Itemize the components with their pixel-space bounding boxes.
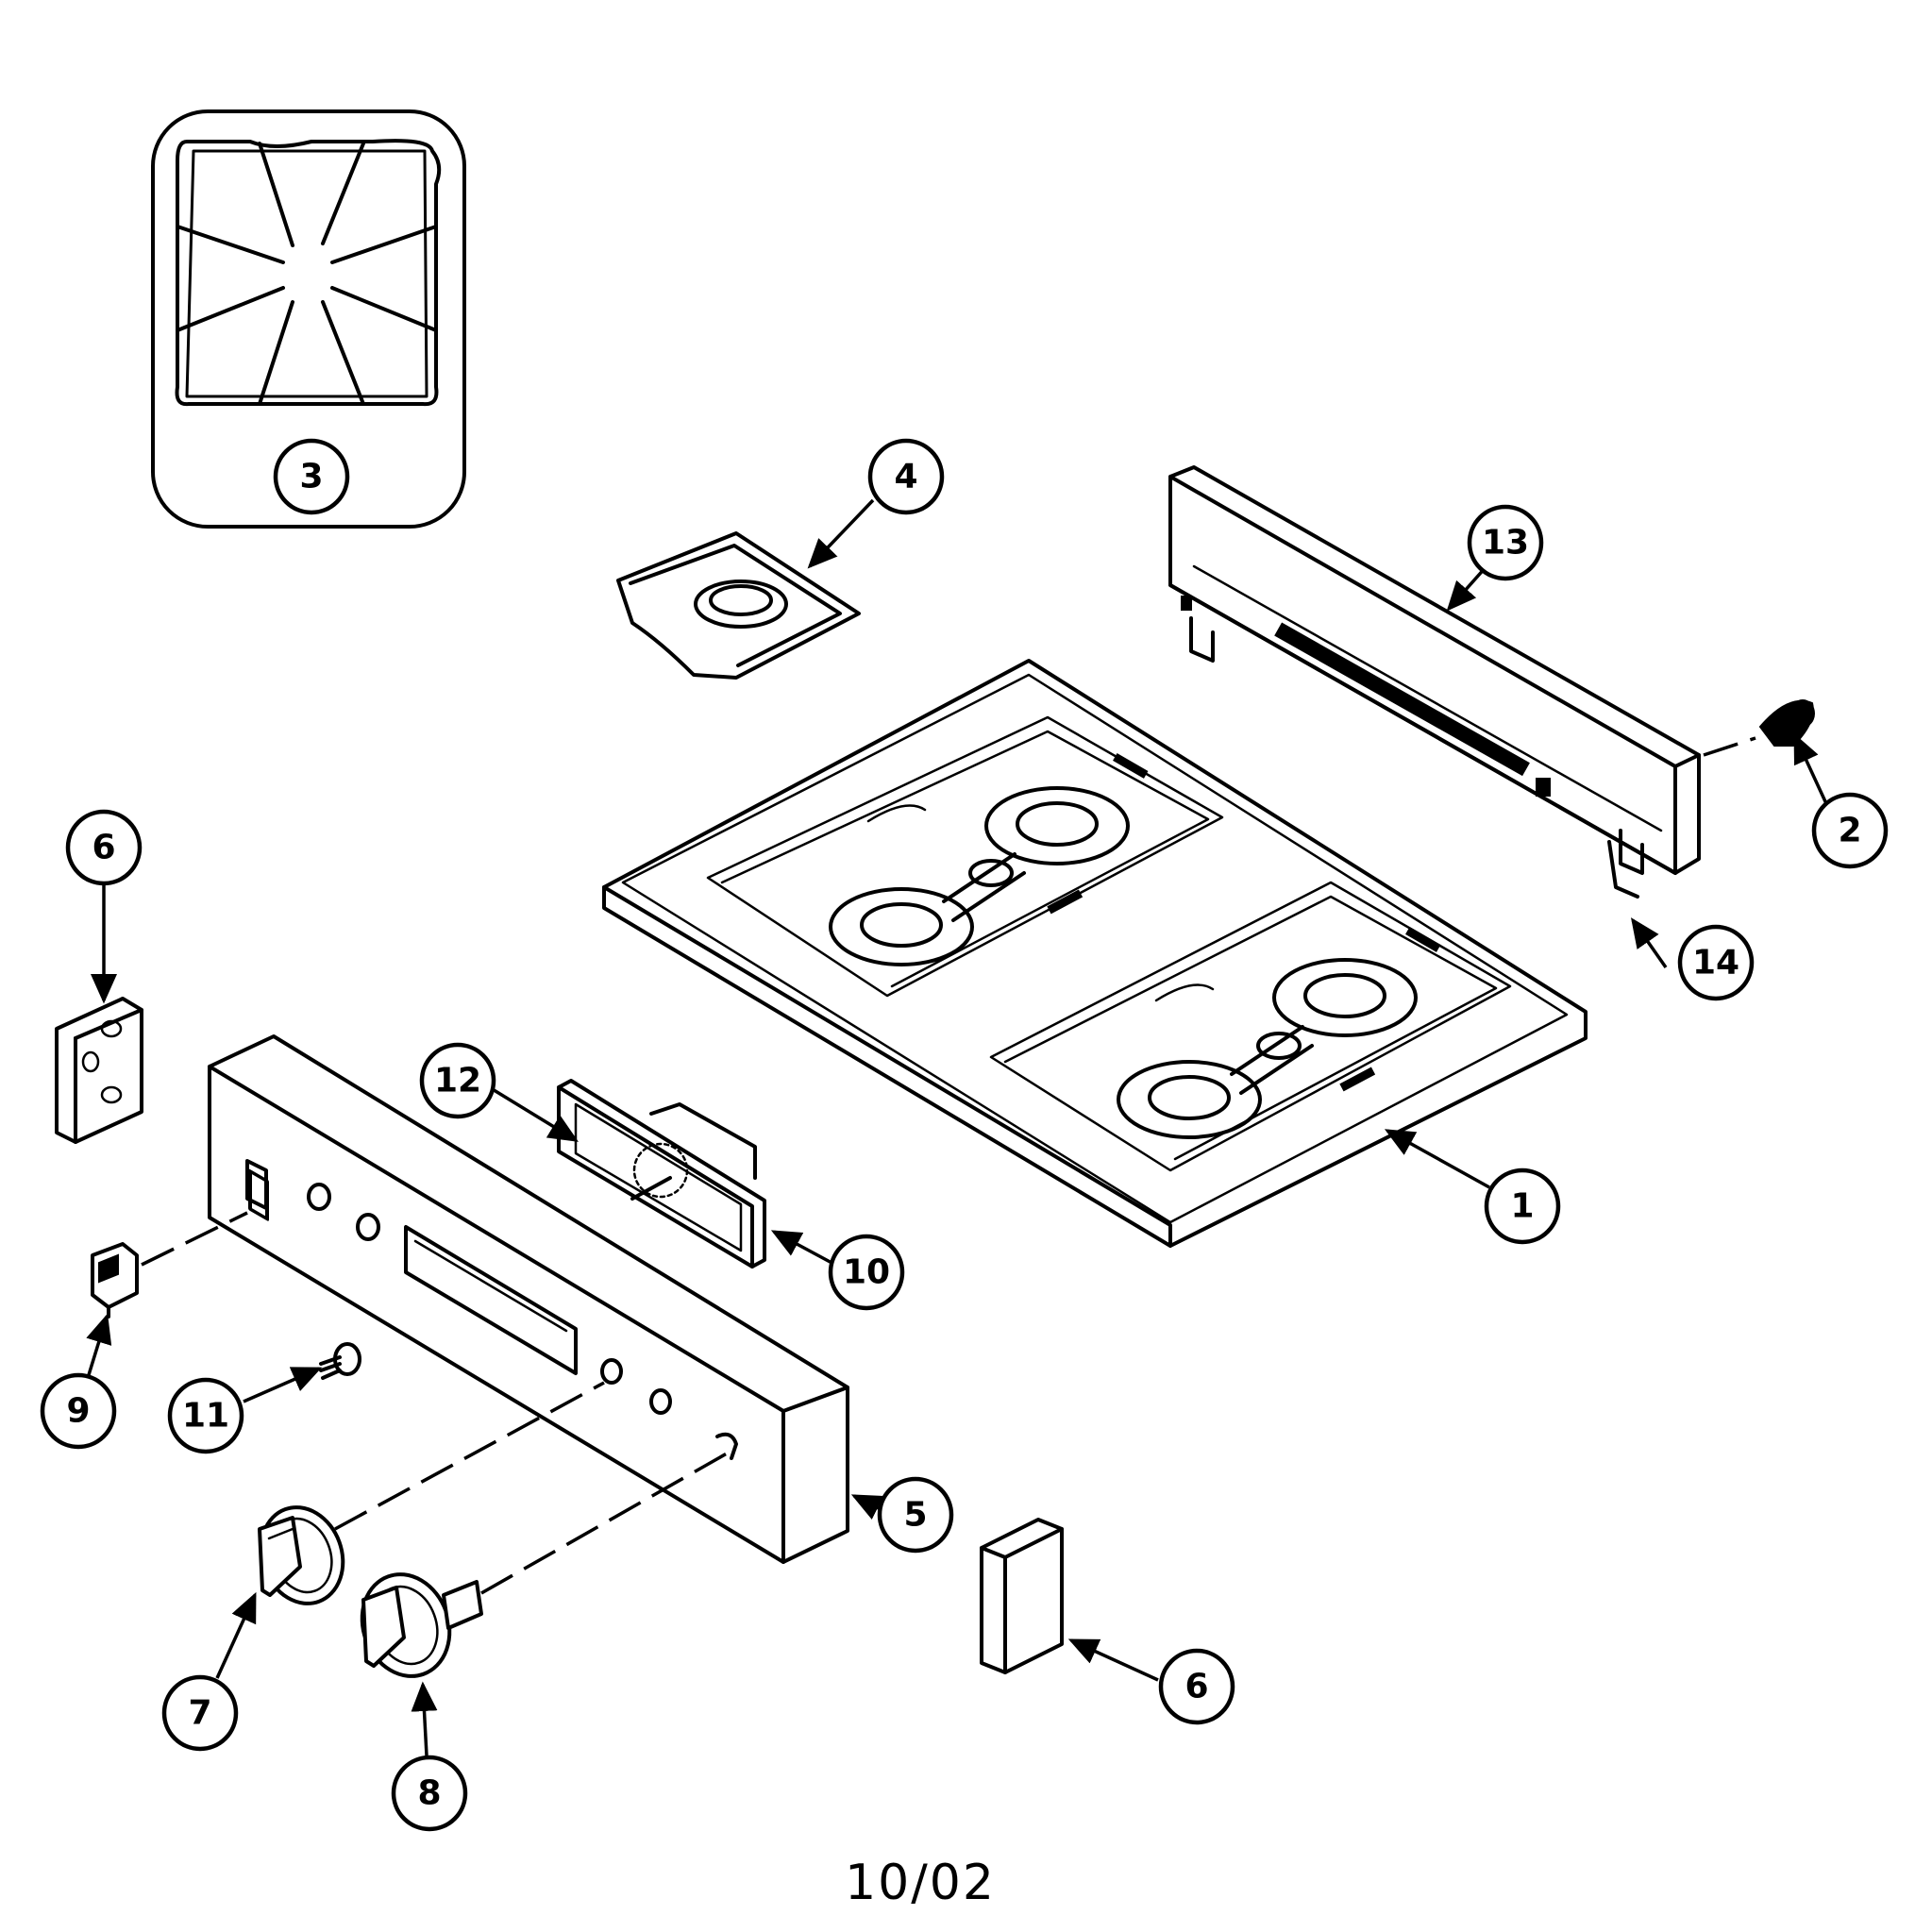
callout-13: 13 bbox=[1467, 504, 1544, 581]
callout-5-label: 5 bbox=[903, 1496, 927, 1535]
callout-6a-label: 6 bbox=[92, 829, 115, 867]
callout-9-label: 9 bbox=[66, 1392, 90, 1431]
dash-line-2 bbox=[1703, 736, 1756, 757]
callout-1-label: 1 bbox=[1510, 1187, 1534, 1226]
burner-grate bbox=[151, 109, 466, 529]
callout-14: 14 bbox=[1677, 924, 1755, 1001]
main-cooktop bbox=[602, 659, 1588, 1248]
callout-2-label: 2 bbox=[1838, 812, 1861, 850]
callout-4: 4 bbox=[867, 438, 945, 515]
clock-timer bbox=[557, 1079, 766, 1268]
callout-5: 5 bbox=[877, 1476, 954, 1554]
end-cap-right bbox=[980, 1518, 1064, 1674]
callout-6-right: 6 bbox=[1158, 1648, 1235, 1725]
callout-6b-label: 6 bbox=[1184, 1668, 1208, 1706]
dash-line-7 bbox=[334, 1381, 605, 1531]
callout-11: 11 bbox=[167, 1377, 244, 1454]
backguard-vents bbox=[1274, 622, 1530, 777]
callout-8-label: 8 bbox=[417, 1774, 441, 1813]
callout-6-left: 6 bbox=[65, 809, 143, 886]
callout-3-label: 3 bbox=[299, 458, 323, 496]
bracket-14 bbox=[1607, 840, 1639, 899]
callout-7: 7 bbox=[161, 1674, 239, 1752]
callout-8: 8 bbox=[391, 1755, 468, 1832]
callout-14-label: 14 bbox=[1692, 944, 1739, 983]
callout-13-label: 13 bbox=[1482, 524, 1529, 563]
control-knob-7 bbox=[258, 1505, 345, 1605]
footer-date: 10/02 bbox=[845, 1855, 996, 1911]
backguard bbox=[1168, 465, 1701, 875]
callout-12-label: 12 bbox=[434, 1062, 481, 1100]
callout-10-label: 10 bbox=[843, 1253, 890, 1292]
callout-11-label: 11 bbox=[182, 1397, 229, 1436]
callout-10: 10 bbox=[828, 1234, 905, 1311]
leader-lines bbox=[86, 498, 1831, 1756]
end-cap-left bbox=[55, 997, 143, 1144]
screw bbox=[319, 1342, 361, 1380]
callout-9: 9 bbox=[40, 1372, 117, 1450]
dash-line-9 bbox=[141, 1211, 248, 1267]
callout-4-label: 4 bbox=[894, 458, 917, 496]
callout-3: 3 bbox=[273, 438, 350, 515]
control-knob-8 bbox=[360, 1572, 483, 1678]
callout-1: 1 bbox=[1484, 1168, 1561, 1245]
dash-line-8 bbox=[480, 1452, 728, 1595]
control-panel bbox=[208, 1034, 849, 1564]
callout-12: 12 bbox=[419, 1042, 496, 1119]
rocker-switch bbox=[91, 1242, 139, 1319]
drip-pan bbox=[616, 531, 861, 680]
callout-2: 2 bbox=[1811, 792, 1889, 869]
end-cap-knob bbox=[1758, 699, 1815, 747]
callout-7-label: 7 bbox=[188, 1694, 211, 1733]
